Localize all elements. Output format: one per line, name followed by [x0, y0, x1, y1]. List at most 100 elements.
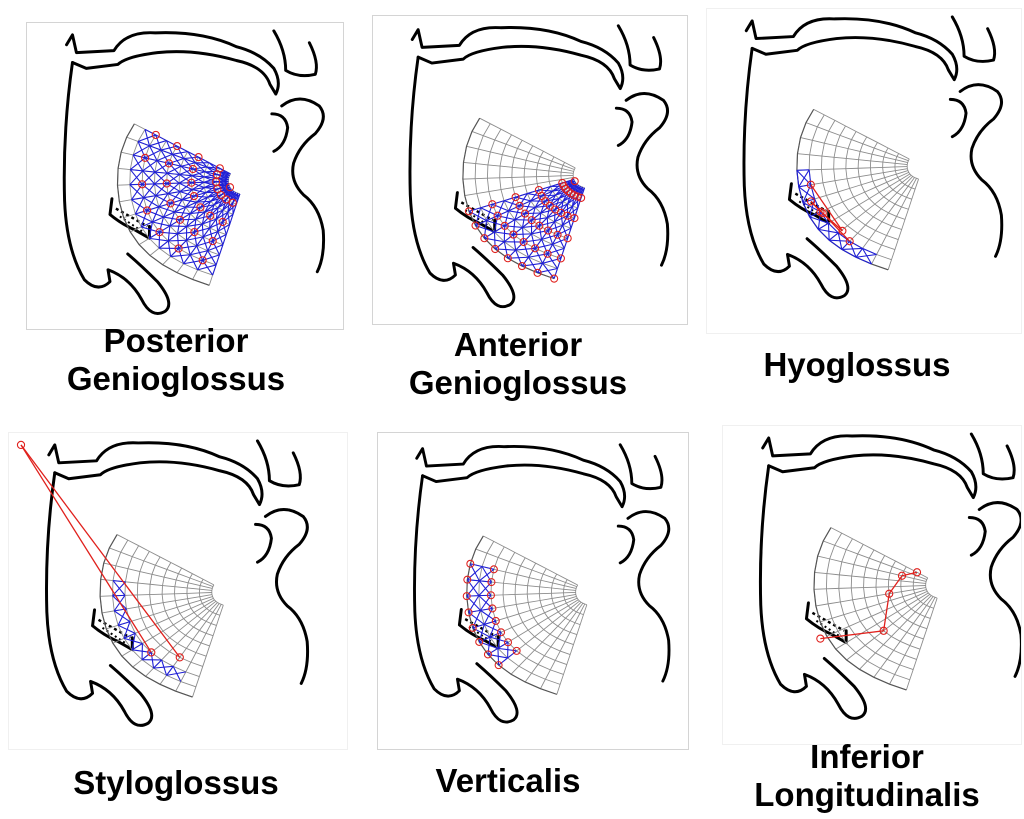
panel-verticalis	[377, 432, 689, 750]
mesh-arc	[576, 585, 587, 605]
muscle-fiber	[168, 194, 182, 200]
mesh-arc	[137, 551, 202, 666]
panel-hyoglossus	[706, 8, 1022, 334]
muscle-fiber	[143, 161, 157, 171]
mesh-ray	[799, 169, 908, 187]
muscle-fiber	[525, 213, 541, 214]
upper-lip-outline	[620, 445, 662, 489]
pharynx-wall-outline	[414, 476, 517, 722]
mesh-arc	[491, 547, 564, 675]
lip-inner-outline	[950, 99, 966, 136]
mesh-arc	[821, 120, 894, 249]
mesh-arc	[839, 539, 913, 670]
tongue-model-diagram	[373, 16, 687, 324]
upper-lip-outline	[952, 17, 994, 61]
tongue-surface	[797, 109, 888, 269]
caption-hyoglossus: Hyoglossus	[706, 346, 1008, 384]
caption-posterior-genioglossus: Posterior Genioglossus	[26, 322, 326, 398]
hyoid-outline	[93, 610, 133, 650]
caption-styloglossus: Styloglossus	[26, 764, 326, 802]
vocal-tract-outline	[744, 17, 1002, 298]
vocal-tract-outline	[410, 26, 668, 307]
caption-line: Genioglossus	[372, 364, 664, 402]
caption-line: Anterior	[372, 326, 664, 364]
palate-outline	[412, 28, 623, 89]
caption-line: Genioglossus	[26, 360, 326, 398]
muscle-fiber	[155, 172, 167, 173]
muscle-fiber	[159, 241, 168, 248]
mesh-arc	[834, 126, 899, 240]
panel-inferior-longitudinalis	[722, 425, 1022, 745]
vocal-tract-outline	[414, 445, 669, 722]
muscle-fiber	[818, 223, 828, 229]
muscle-fiber	[142, 184, 156, 195]
muscle-overlay	[463, 560, 520, 668]
upper-lip-outline	[971, 434, 1014, 479]
muscle-fiber	[479, 581, 491, 582]
muscle-fiber	[130, 185, 144, 198]
caption-line: Verticalis	[377, 762, 639, 800]
muscle-fiber	[467, 580, 479, 581]
mesh-arc	[907, 159, 918, 179]
caption-line: Hyoglossus	[706, 346, 1008, 384]
mesh-ray	[816, 588, 926, 606]
muscle-fiber	[204, 188, 217, 189]
mesh-arc	[467, 536, 557, 694]
mesh-ray	[463, 175, 573, 179]
mesh-arc	[797, 109, 888, 269]
lip-inner-outline	[969, 517, 985, 555]
mesh-ray	[806, 123, 908, 161]
mesh-arc	[851, 544, 916, 659]
mesh-ray	[472, 131, 574, 169]
tongue-model-diagram	[378, 433, 688, 749]
palate-outline	[67, 33, 279, 94]
mesh-ray	[814, 585, 926, 589]
mesh-ray	[827, 591, 927, 636]
caption-line: Styloglossus	[26, 764, 326, 802]
muscle-fiber	[842, 241, 850, 249]
muscle-fiber	[799, 185, 811, 187]
muscle-fiber	[508, 250, 516, 258]
muscle-fiber	[130, 170, 142, 171]
muscle-tendon-line	[21, 445, 180, 657]
tongue-model-diagram	[9, 433, 347, 749]
tongue-surface	[467, 536, 557, 694]
panel-posterior-genioglossus	[26, 22, 344, 330]
muscle-fiber	[180, 219, 196, 220]
tongue-model-diagram	[723, 426, 1021, 744]
palate-outline	[746, 19, 957, 80]
muscle-fiber	[154, 184, 167, 194]
muscle-fiber	[470, 564, 479, 581]
muscle-overlay	[130, 129, 240, 275]
hyoid-outline	[455, 193, 494, 232]
muscle-fiber	[479, 596, 493, 609]
caption-anterior-genioglossus: Anterior Genioglossus	[372, 326, 664, 402]
palate-outline	[763, 436, 976, 498]
lip-inner-outline	[256, 524, 272, 562]
muscle-fiber	[516, 242, 524, 250]
palate-outline	[417, 446, 625, 506]
muscle-fiber	[216, 255, 219, 265]
muscle-fiber	[143, 171, 155, 172]
muscle-fiber	[797, 170, 799, 186]
pharynx-wall-outline	[64, 62, 169, 313]
panel-anterior-genioglossus	[372, 15, 688, 325]
tongue-surface	[814, 528, 906, 690]
muscle-fiber	[469, 610, 481, 612]
pharynx-wall-outline	[744, 48, 848, 298]
muscle-overlay	[465, 178, 584, 283]
muscle-fiber	[168, 234, 177, 241]
caption-line: Longitudinalis	[718, 776, 1016, 814]
mesh-arc	[125, 546, 199, 677]
mesh-arc	[113, 540, 196, 687]
mesh-arc	[926, 578, 938, 598]
muscle-fiber	[155, 163, 169, 172]
upper-lip-outline	[274, 31, 317, 76]
muscle-fiber	[194, 196, 208, 197]
tongue-model-diagram	[707, 9, 1021, 333]
lip-inner-outline	[272, 114, 288, 152]
mesh-ray	[836, 593, 929, 649]
pharynx-wall-outline	[760, 466, 865, 719]
palate-outline	[49, 443, 262, 505]
muscle-fiber	[829, 233, 838, 240]
